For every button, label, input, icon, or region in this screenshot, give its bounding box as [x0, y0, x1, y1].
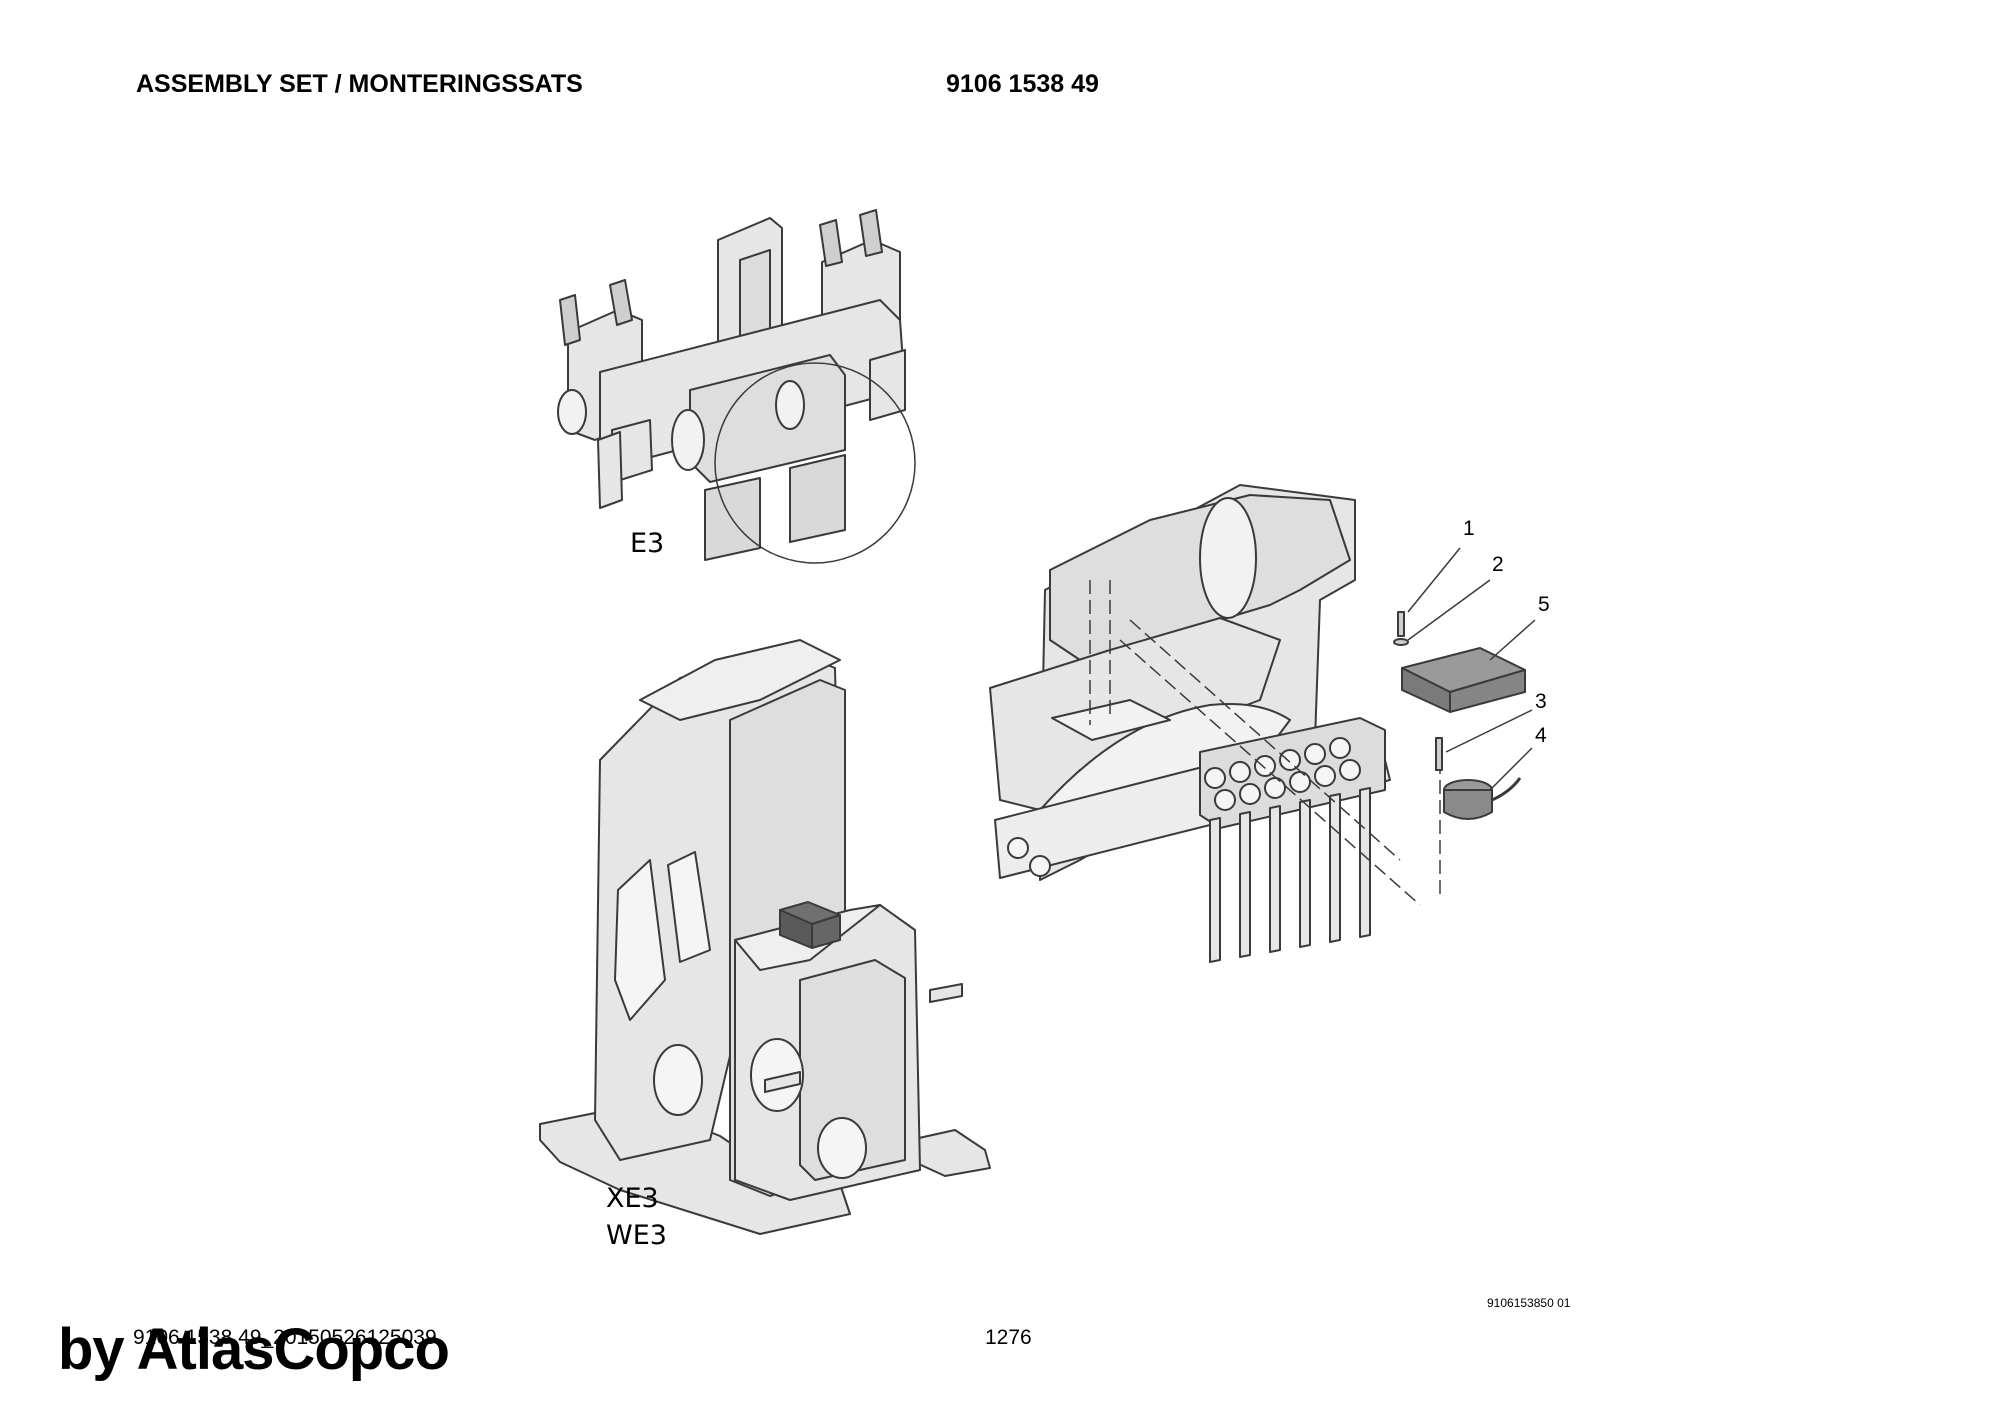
document-title: ASSEMBLY SET / MONTERINGSSATS [136, 70, 583, 98]
view-label-we3: WE3 [606, 1220, 667, 1251]
drawing-reference-code: 9106153850 01 [1487, 1296, 1571, 1310]
part-number: 9106 1538 49 [946, 70, 1099, 98]
page-number: 1276 [985, 1326, 1032, 1349]
detail-illustration [989, 484, 1536, 963]
callout-2: 2 [1492, 553, 1504, 576]
view-label-xe3: XE3 [606, 1183, 659, 1214]
top-assembly-illustration [557, 209, 916, 564]
watermark: by AtlasCopco [58, 1317, 450, 1382]
bottom-assembly-illustration [539, 639, 991, 1235]
file-identifier: 9106 1538 49_20150526125039 [133, 1326, 437, 1349]
view-label-e3: E3 [630, 528, 665, 559]
callout-5: 5 [1538, 593, 1550, 616]
callout-3: 3 [1535, 690, 1547, 713]
callout-4: 4 [1535, 724, 1547, 747]
callout-1: 1 [1463, 517, 1475, 540]
